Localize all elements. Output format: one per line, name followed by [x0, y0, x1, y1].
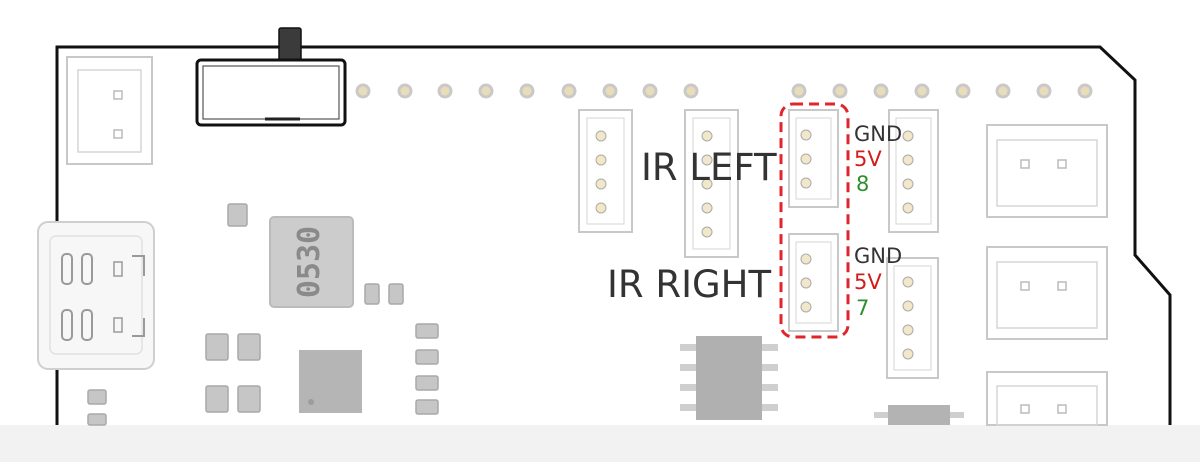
ir-right-pin-signal: 7 — [856, 296, 870, 320]
soic-chip — [680, 336, 778, 420]
header-pad — [791, 83, 807, 99]
bottom-chip — [874, 405, 964, 425]
header-pad — [683, 83, 699, 99]
connector-4pin-c — [888, 109, 939, 233]
usb-c-port — [37, 221, 155, 370]
header-pad — [1036, 83, 1052, 99]
header-pad — [437, 83, 453, 99]
chip-marking: 0530 — [292, 226, 327, 298]
ir-left-pin-gnd: GND — [854, 122, 903, 146]
header-pad — [955, 83, 971, 99]
connector-right-1 — [986, 124, 1108, 218]
ir-right-label: IR RIGHT — [607, 263, 772, 306]
bottom-band — [0, 425, 1200, 462]
pin1-dot — [308, 399, 314, 405]
ir-right-connector — [788, 233, 839, 332]
connector-4pin-a — [578, 109, 633, 233]
header-pad — [873, 83, 889, 99]
connector-top-left — [66, 56, 153, 165]
header-pad — [519, 83, 535, 99]
ir-right-pin-5v: 5V — [854, 270, 882, 294]
header-pad — [397, 83, 413, 99]
connector-right-2 — [986, 246, 1108, 340]
header-pad — [1077, 83, 1093, 99]
header-pad — [995, 83, 1011, 99]
header-pad — [561, 83, 577, 99]
ir-highlight-box — [779, 102, 850, 339]
ir-right-pin-gnd: GND — [854, 244, 903, 268]
header-pin-row — [355, 83, 1093, 99]
header-pad — [914, 83, 930, 99]
ir-left-pin-5v: 5V — [854, 147, 882, 171]
header-pad — [602, 83, 618, 99]
connector-5pin-b — [684, 109, 739, 258]
ir-left-pin-signal: 8 — [856, 172, 870, 196]
ir-left-label: IR LEFT — [641, 146, 777, 189]
connector-right-3 — [986, 371, 1108, 426]
header-pad — [642, 83, 658, 99]
board-outline — [55, 45, 1172, 425]
header-pad — [832, 83, 848, 99]
inductor: 0530 — [269, 216, 354, 308]
passive-components — [87, 203, 439, 426]
header-pad — [478, 83, 494, 99]
ir-left-connector — [788, 109, 839, 208]
connector-4pin-d — [886, 257, 939, 379]
header-pad — [355, 83, 371, 99]
slide-switch — [195, 27, 347, 127]
